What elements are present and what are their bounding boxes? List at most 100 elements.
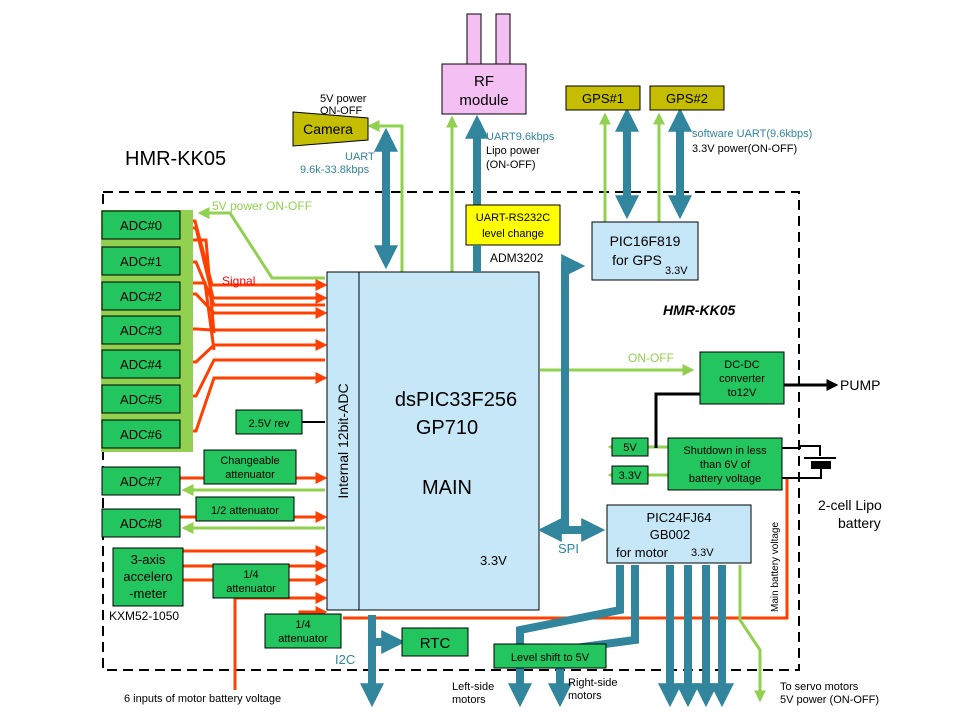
out-5v-box [611,437,649,457]
level-shift-box [493,643,607,669]
level-shift-label: Level shift to 5V [511,652,590,664]
board-outline [102,191,800,671]
adc-4-box [101,349,181,379]
board-label: HMR-KK05 [663,302,736,318]
gps-2-box [649,85,725,111]
quarter-attenuator-1-label-2: attenuator [226,583,276,595]
main-mcu-name-2: GP710 [416,417,478,439]
adc-2-label: ADC#2 [120,289,162,304]
rf-module-box [441,63,527,115]
pic24-label-2: GB002 [650,527,690,542]
battery-label-2: battery [838,515,881,531]
camera-shape [292,111,369,147]
gps-2-label: GPS#2 [666,91,708,106]
rf-antenna-left [466,13,482,67]
pic24-label-3: for motor [616,545,669,560]
on-off-label: ON-OFF [628,351,674,365]
adc-7-label: ADC#7 [120,474,162,489]
level-change-label-2: level change [482,228,544,240]
adc-7-box [101,466,181,496]
adc-6-box [101,419,181,449]
shutdown-box [667,437,783,491]
adc-8-box [101,508,181,538]
rf-power-label-2: (ON-OFF) [486,159,535,171]
rf-module: RF module [441,13,527,115]
ref-2p5v-label: 2.5V rev [249,418,290,430]
out-33v-box [611,465,649,485]
shutdown-label-1: Shutdown in less [683,445,767,457]
left-motors-label-1: Left-side [452,681,494,693]
i2c-label: I2C [335,652,355,667]
left-motors-label-2: motors [452,694,486,706]
level-change-label-1: UART-RS232C [476,212,550,224]
internal-adc-label: Internal 12bit-ADC [335,383,351,498]
pic16-voltage: 3.3V [665,265,688,277]
camera-label: Camera [303,121,353,137]
signal-label: Signal [222,274,255,288]
quarter-attenuator-1-box [212,563,290,599]
adc-0-box [101,210,181,240]
rf-antenna-right [495,13,511,67]
camera-uart-label-1: UART [345,151,375,163]
ref-2p5v-box [235,409,303,435]
quarter-attenuator-2-box [264,613,342,649]
adc-5-box [101,384,181,414]
adc-channel-group: ADC#0 ADC#1 ADC#2 ADC#3 ADC#4 ADC#5 ADC#… [101,210,181,449]
pic24-box [606,504,752,564]
main-mcu-box [358,271,540,611]
servo-label-1: To servo motors [780,681,859,693]
level-change-box [465,204,561,246]
rtc-label: RTC [420,635,451,652]
gps-1-box [565,85,641,111]
right-motors-label-2: motors [568,690,602,702]
out-33v-label: 3.3V [619,470,642,482]
spi-label: SPI [558,541,579,556]
adc-1-label: ADC#1 [120,254,162,269]
gps-uart-label: software UART(9.6kbps) [692,128,812,140]
half-attenuator-label: 1/2 attenuator [211,505,279,517]
gps-power-label: 3.3V power(ON-OFF) [692,143,797,155]
adc-2-box [101,281,181,311]
battery-to-dcdc [654,392,700,448]
accelerometer-part: KXM52-1050 [109,609,179,623]
battery-symbol [782,445,836,479]
changeable-attenuator-label-2: attenuator [225,469,275,481]
changeable-attenuator-box [203,449,297,485]
camera-uart-label-2: 9.6k-33.8kbps [300,164,370,176]
rtc-box [401,627,469,657]
battery-label-1: 2-cell Lipo [818,497,882,513]
dcdc-label-2: converter [719,373,765,385]
shutdown-label-3: battery voltage [689,473,761,485]
gps-1-label: GPS#1 [582,91,624,106]
rf-label-1: RF [474,73,494,90]
accelerometer-label-1: 3-axis [131,552,166,567]
camera-power-label-1: 5V power [320,93,367,105]
quarter-attenuator-1-label-1: 1/4 [243,569,258,581]
adc-3-box [101,315,181,345]
accelerometer-label-2: accelero [123,569,172,584]
adc-5-label: ADC#5 [120,392,162,407]
half-attenuator-box [195,496,295,522]
signal-lines [180,219,789,690]
changeable-attenuator-label-1: Changeable [220,455,279,467]
pic24-label-1: PIC24FJ64 [646,510,711,525]
shutdown-label-2: than 6V of [700,459,751,471]
adc-0-label: ADC#0 [120,218,162,233]
right-motors-label-1: Right-side [568,677,618,689]
adc-8-label: ADC#8 [120,516,162,531]
adc-4-label: ADC#4 [120,357,162,372]
pic24-voltage: 3.3V [691,547,714,559]
pic16-box [591,221,699,281]
rf-uart-label: UART9.6kbps [486,131,555,143]
accelerometer-label-3: -meter [129,586,167,601]
diagram-title: HMR-KK05 [125,148,226,170]
dcdc-label-3: to12V [728,387,757,399]
accelerometer-box [112,547,184,607]
pic16-label-1: PIC16F819 [610,233,681,249]
out-5v-label: 5V [623,442,637,454]
dcdc-label-1: DC-DC [724,359,759,371]
pic16-label-2: for GPS [612,252,662,268]
main-mcu-role: MAIN [422,477,472,499]
level-change-part: ADM3202 [490,251,544,265]
